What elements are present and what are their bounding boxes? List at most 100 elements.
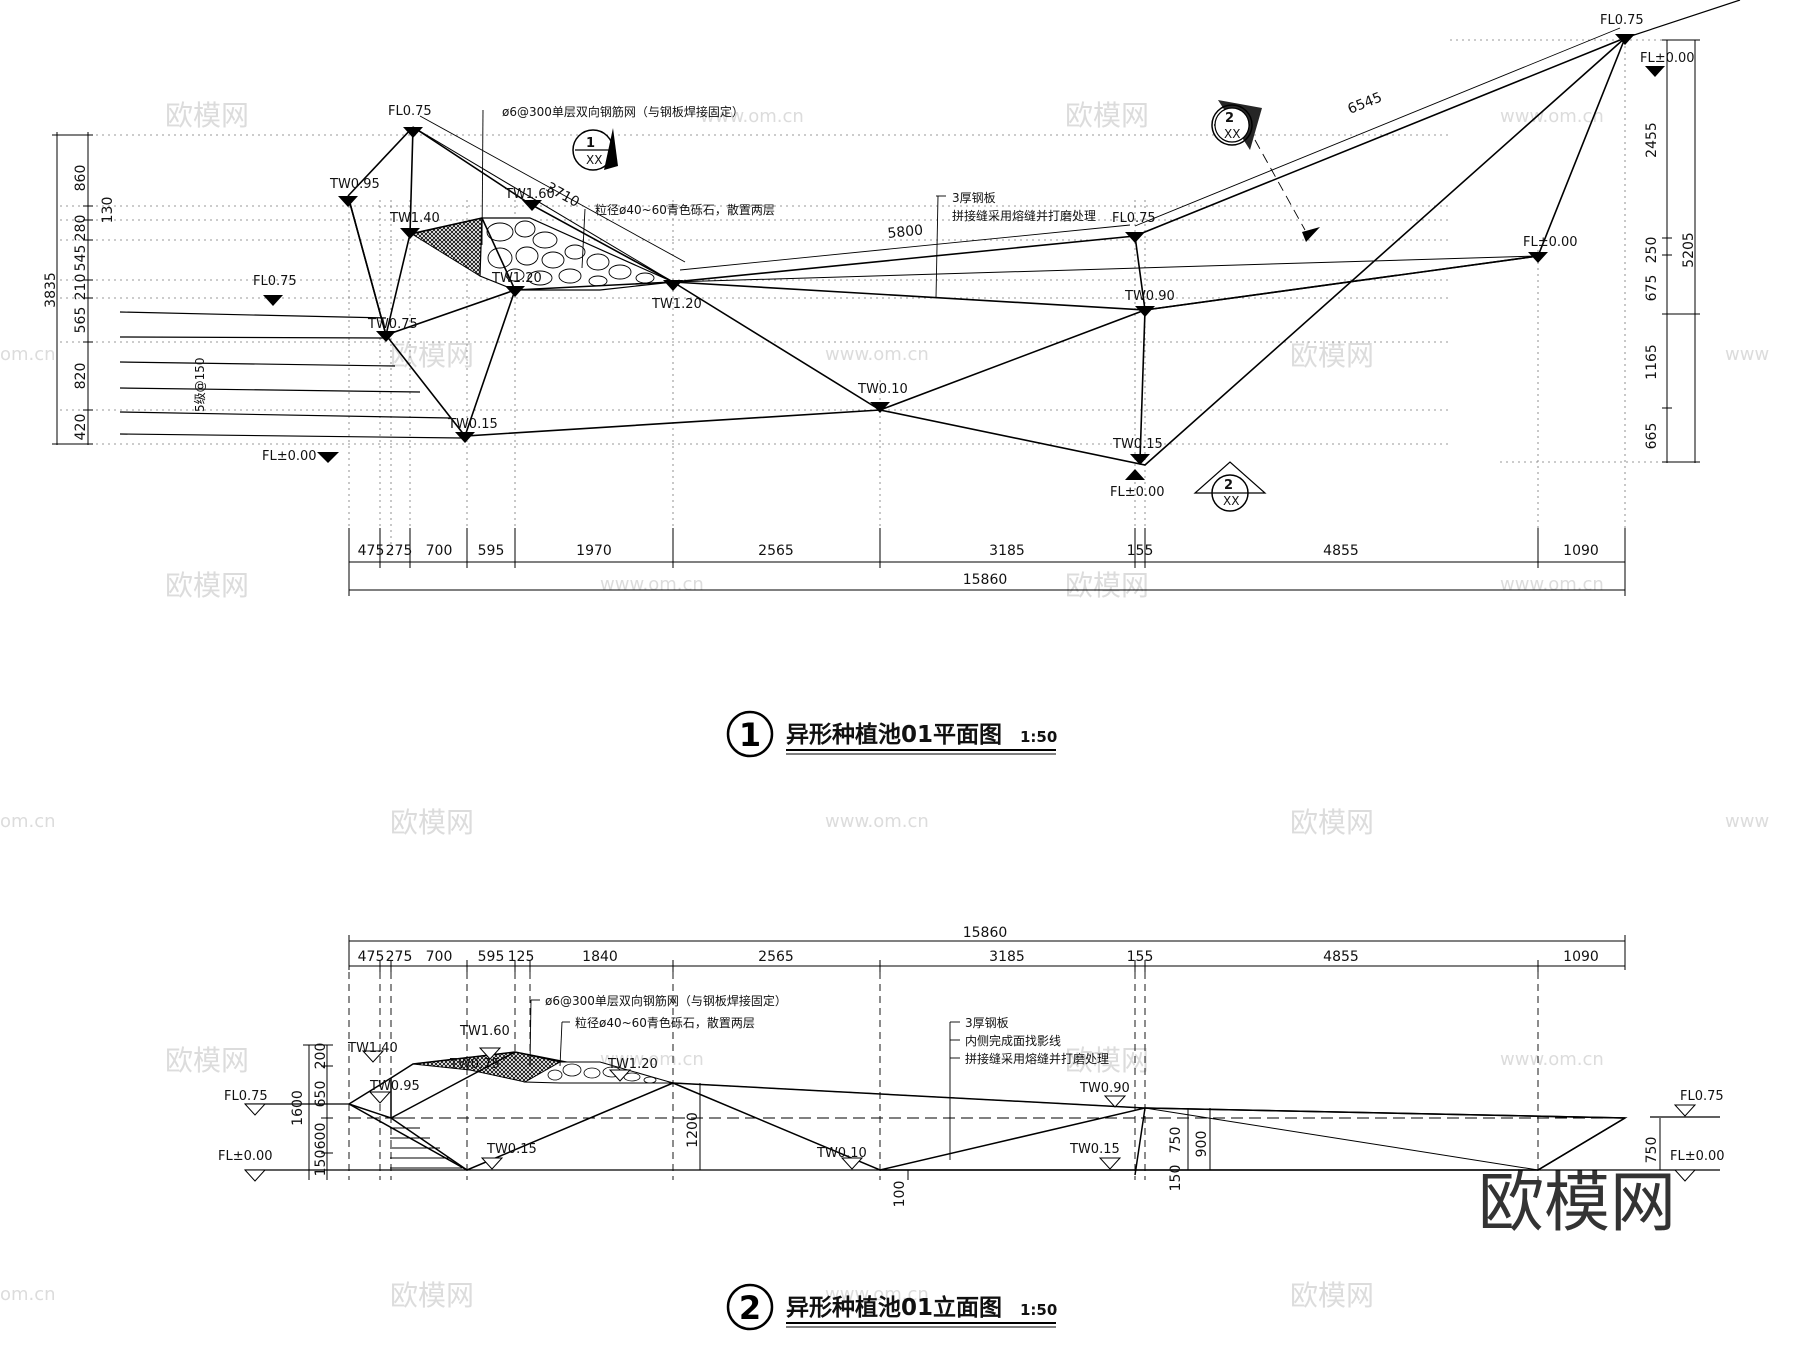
watermark-site: www.om.cn	[825, 811, 929, 832]
right-dim: 665	[1644, 423, 1660, 450]
elev-note-rebar: ø6@300单层双向钢筋网（与钢板焊接固定）	[545, 993, 787, 1008]
level-label: FL0.75	[1600, 13, 1644, 28]
elev-note-weld: 拼接缝采用熔缝并打磨处理	[965, 1051, 1109, 1066]
level-label: FL±0.00	[262, 449, 317, 464]
right-dim: 675	[1644, 275, 1660, 302]
svg-text:XX: XX	[586, 153, 602, 167]
watermark-brand: 欧模网	[1290, 806, 1374, 839]
elev-top-dim: 275	[386, 949, 413, 965]
svg-text:1: 1	[586, 136, 595, 151]
watermark-site: www.om.cn	[700, 106, 804, 127]
watermark-site-fragment-left: www	[1725, 344, 1769, 365]
elev-level-label: TW0.95	[369, 1079, 420, 1094]
diag-dim-3710: 3710	[543, 180, 582, 211]
section-mark-2: 2 XX	[1211, 100, 1262, 150]
level-label: FL±0.00	[1523, 235, 1578, 250]
elev-inner-dim: 100	[892, 1181, 908, 1208]
elevation-view: 15860 475 275 700 595 125 1840 2565 3185…	[218, 925, 1725, 1331]
elev-inner-dim: 750	[1168, 1127, 1184, 1154]
plan-bottom-dim-chain	[348, 528, 1626, 596]
section-mark-1: 1 XX	[572, 128, 618, 171]
right-dim: 1165	[1644, 344, 1660, 380]
watermark-brand: 欧模网	[390, 806, 474, 839]
elev-ground-lines	[245, 1103, 1720, 1171]
level-label: TW0.15	[447, 417, 498, 432]
level-label: FL0.75	[388, 104, 432, 119]
level-label: FL0.75	[1112, 211, 1156, 226]
left-dim: 820	[73, 363, 89, 390]
plan-right-dim-chain	[1662, 39, 1700, 463]
elev-gravel-area	[523, 1061, 674, 1084]
elev-top-dim: 700	[426, 949, 453, 965]
elev-level-label: TW1.20	[607, 1057, 658, 1072]
elev-top-dim: 4855	[1323, 949, 1359, 965]
left-dim: 130	[100, 197, 116, 224]
watermark-brand: 欧模网	[1065, 99, 1149, 132]
bottom-dim: 595	[478, 543, 505, 559]
elev-left-dim: 650	[313, 1081, 329, 1108]
level-label: FL0.75	[253, 274, 297, 289]
left-dim-total: 3835	[43, 272, 59, 308]
elev-level-label: TW1.60	[459, 1024, 510, 1039]
bottom-dim: 3185	[989, 543, 1025, 559]
elevation-title: 异形种植池01立面图	[786, 1294, 1002, 1321]
right-dim: 250	[1644, 237, 1660, 264]
watermark-site: www.om.cn	[825, 344, 929, 365]
elev-projection-lines	[348, 972, 1539, 1180]
elev-level-markers	[243, 1047, 1697, 1182]
section-mark-3: 2 XX	[1193, 461, 1267, 512]
watermark-brand: 欧模网	[390, 339, 474, 372]
watermark-site: www.om.cn	[1500, 574, 1604, 595]
elev-level-label: TW0.90	[1079, 1081, 1130, 1096]
elev-level-label: TW1.40	[347, 1041, 398, 1056]
level-label: TW1.40	[389, 211, 440, 226]
bottom-dim-total: 15860	[963, 572, 1008, 588]
left-dim: 860	[73, 165, 89, 192]
level-label: TW1.60	[504, 187, 555, 202]
elev-top-dim: 3185	[989, 949, 1025, 965]
note-gravel: 粒径ø40~60青色砾石，散置两层	[595, 202, 775, 217]
watermark-brand: 欧模网	[165, 1044, 249, 1077]
right-dim: 2455	[1644, 122, 1660, 158]
elev-top-dim: 125	[508, 949, 535, 965]
watermark-site-fragment: om.cn	[0, 811, 56, 832]
right-dim-total: 5205	[1681, 232, 1697, 268]
left-dim: 280	[73, 215, 89, 242]
plan-title-number: 1	[739, 716, 761, 754]
note-steps: 5级@150	[193, 357, 207, 412]
note-rebar: ø6@300单层双向钢筋网（与钢板焊接固定）	[502, 104, 744, 119]
watermark-site: www.om.cn	[1500, 1049, 1604, 1070]
plan-title: 异形种植池01平面图	[786, 721, 1002, 748]
elev-level-label: TW0.75	[449, 1057, 500, 1072]
level-label: TW0.10	[857, 382, 908, 397]
watermark-site-fragment: om.cn	[0, 344, 56, 365]
level-label: FL±0.00	[1110, 485, 1165, 500]
elev-top-dim: 475	[358, 949, 385, 965]
elev-top-dim: 1840	[582, 949, 618, 965]
left-dim: 565	[73, 307, 89, 334]
elev-level-label: FL0.75	[224, 1089, 268, 1104]
plan-step-lines	[119, 311, 463, 439]
left-dim: 545	[73, 245, 89, 272]
plan-gravel-area	[479, 217, 676, 291]
watermark-brand: 欧模网	[1290, 1279, 1374, 1312]
diag-dim-5800: 5800	[887, 222, 924, 242]
elev-level-label: TW0.15	[486, 1142, 537, 1157]
elev-left-dim: 600	[313, 1123, 329, 1150]
elev-top-total: 15860	[963, 925, 1008, 941]
elevation-title-block: 2 异形种植池01立面图 1:50	[726, 1283, 1057, 1331]
plan-title-block: 1 异形种植池01平面图 1:50	[726, 710, 1057, 758]
watermark-brand-large: 欧模网	[1478, 1164, 1676, 1241]
watermark-site: www.om.cn	[600, 1049, 704, 1070]
watermark-brand: 欧模网	[165, 569, 249, 602]
elev-left-dim-chain	[303, 1044, 333, 1180]
level-label: TW0.15	[1112, 437, 1163, 452]
elev-level-label: FL±0.00	[1670, 1149, 1725, 1164]
plan-scale: 1:50	[1020, 728, 1057, 746]
bottom-dim: 155	[1127, 543, 1154, 559]
left-dim: 420	[73, 414, 89, 441]
plan-leaders	[481, 109, 946, 299]
watermark-brand: 欧模网	[1290, 339, 1374, 372]
elev-top-dim: 155	[1127, 949, 1154, 965]
